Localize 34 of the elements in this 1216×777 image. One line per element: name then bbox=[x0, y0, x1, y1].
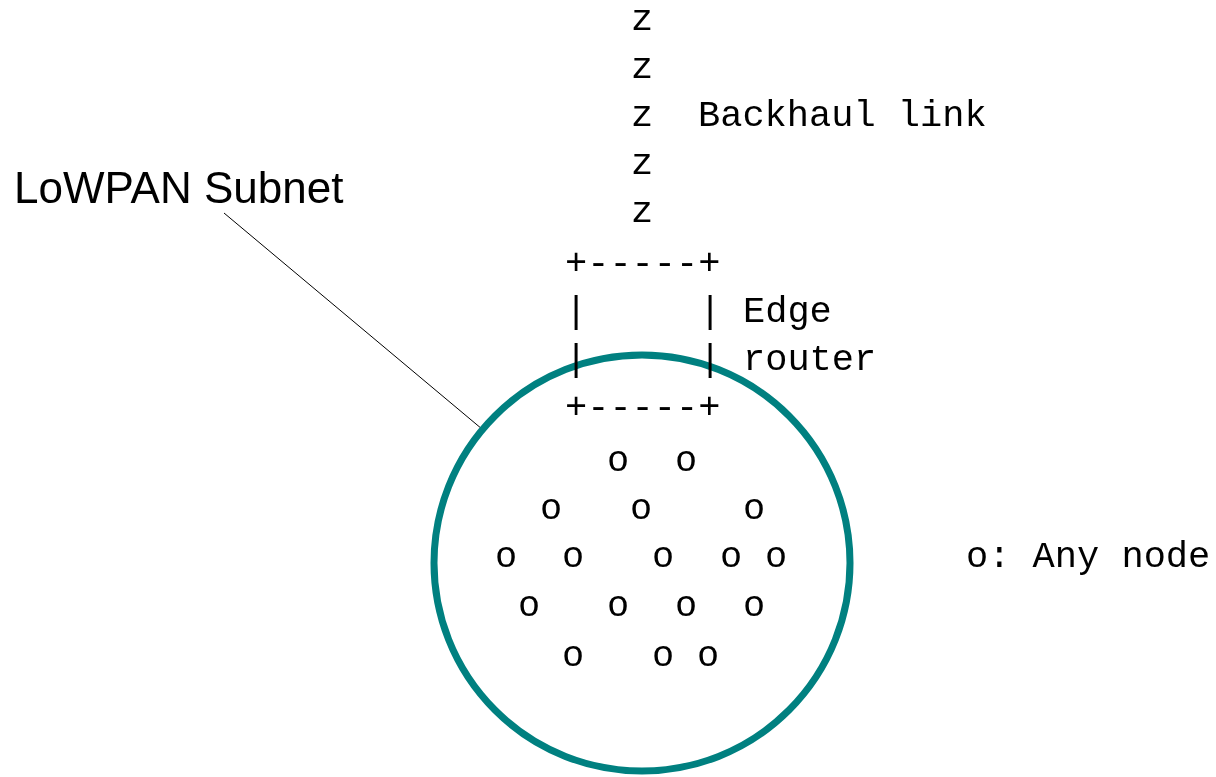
ascii-border: | bbox=[565, 340, 588, 380]
backhaul-symbol: z bbox=[631, 0, 654, 40]
ascii-border: | bbox=[699, 292, 722, 332]
node-symbol: o bbox=[540, 489, 563, 529]
router-label: router bbox=[743, 340, 877, 380]
node-symbol: o bbox=[652, 636, 675, 676]
node-symbol: o bbox=[630, 489, 653, 529]
legend-note: o: Any node bbox=[966, 537, 1211, 577]
backhaul-symbol: z bbox=[631, 192, 654, 232]
ascii-border: | bbox=[699, 340, 722, 380]
node-symbol: o bbox=[675, 441, 698, 481]
node-symbol: o bbox=[607, 586, 630, 626]
subnet-label: LoWPAN Subnet bbox=[14, 163, 344, 213]
ascii-border: +-----+ bbox=[565, 388, 721, 428]
ascii-border: +-----+ bbox=[565, 244, 721, 284]
backhaul-symbol: z bbox=[631, 96, 654, 136]
node-symbol: o bbox=[562, 636, 585, 676]
node-symbol: o bbox=[697, 636, 720, 676]
node-symbol: o bbox=[675, 586, 698, 626]
node-symbol: o bbox=[743, 586, 766, 626]
node-symbol: o bbox=[720, 537, 743, 577]
node-symbol: o bbox=[518, 586, 541, 626]
node-symbol: o bbox=[495, 537, 518, 577]
ascii-border: | bbox=[565, 292, 588, 332]
router-label: Edge bbox=[743, 292, 832, 332]
backhaul-symbol: z bbox=[631, 144, 654, 184]
link-label: Backhaul link bbox=[698, 96, 987, 136]
backhaul-symbol: z bbox=[631, 48, 654, 88]
node-symbol: o bbox=[765, 537, 788, 577]
node-symbol: o bbox=[652, 537, 675, 577]
leader-line bbox=[223, 212, 483, 430]
node-symbol: o bbox=[743, 489, 766, 529]
node-symbol: o bbox=[607, 441, 630, 481]
node-symbol: o bbox=[562, 537, 585, 577]
